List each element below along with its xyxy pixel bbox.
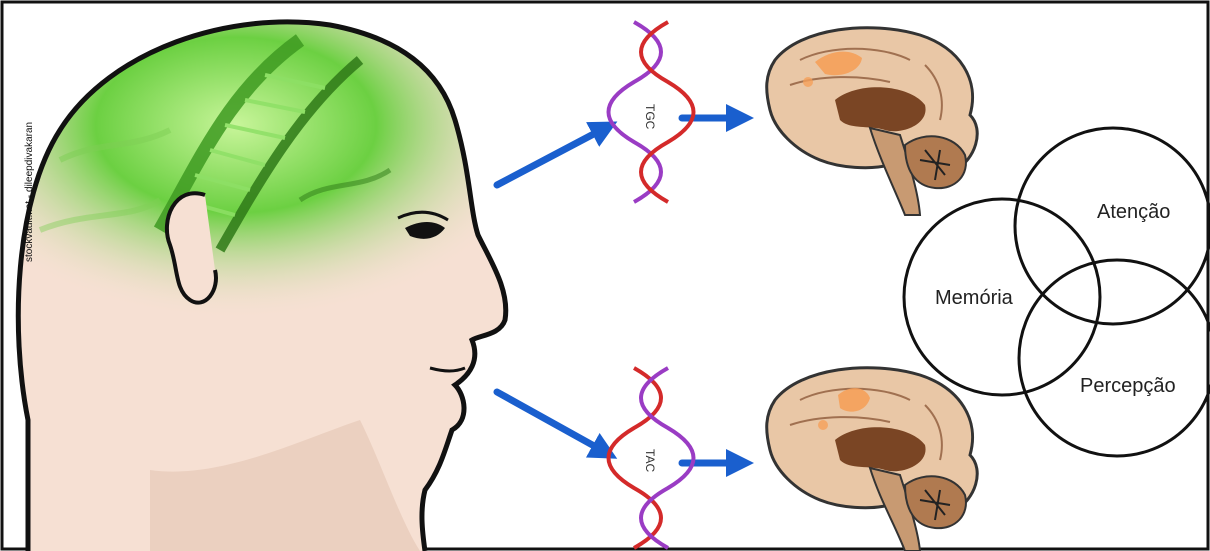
arrows <box>497 118 740 463</box>
codon-bottom-label: TAC <box>643 449 657 472</box>
brain-bottom <box>767 368 978 551</box>
dna-helix-top: TGC <box>609 22 694 202</box>
brain-top <box>767 28 978 215</box>
arrow-to-bottom-helix <box>497 392 605 452</box>
dna-helix-bottom: TAC <box>609 368 694 548</box>
codon-top-label: TGC <box>643 104 657 130</box>
venn-label-memoria: Memória <box>935 287 1014 309</box>
venn-circle-atencao <box>1015 128 1210 324</box>
venn-label-percepcao: Percepção <box>1080 375 1176 397</box>
arrow-to-top-helix <box>497 128 605 185</box>
venn-label-atencao: Atenção <box>1097 201 1170 223</box>
venn-circle-percepcao <box>1019 260 1210 456</box>
human-head-illustration <box>18 20 506 551</box>
credit-text: stockvault.net - dileepdivakaran <box>24 122 35 262</box>
